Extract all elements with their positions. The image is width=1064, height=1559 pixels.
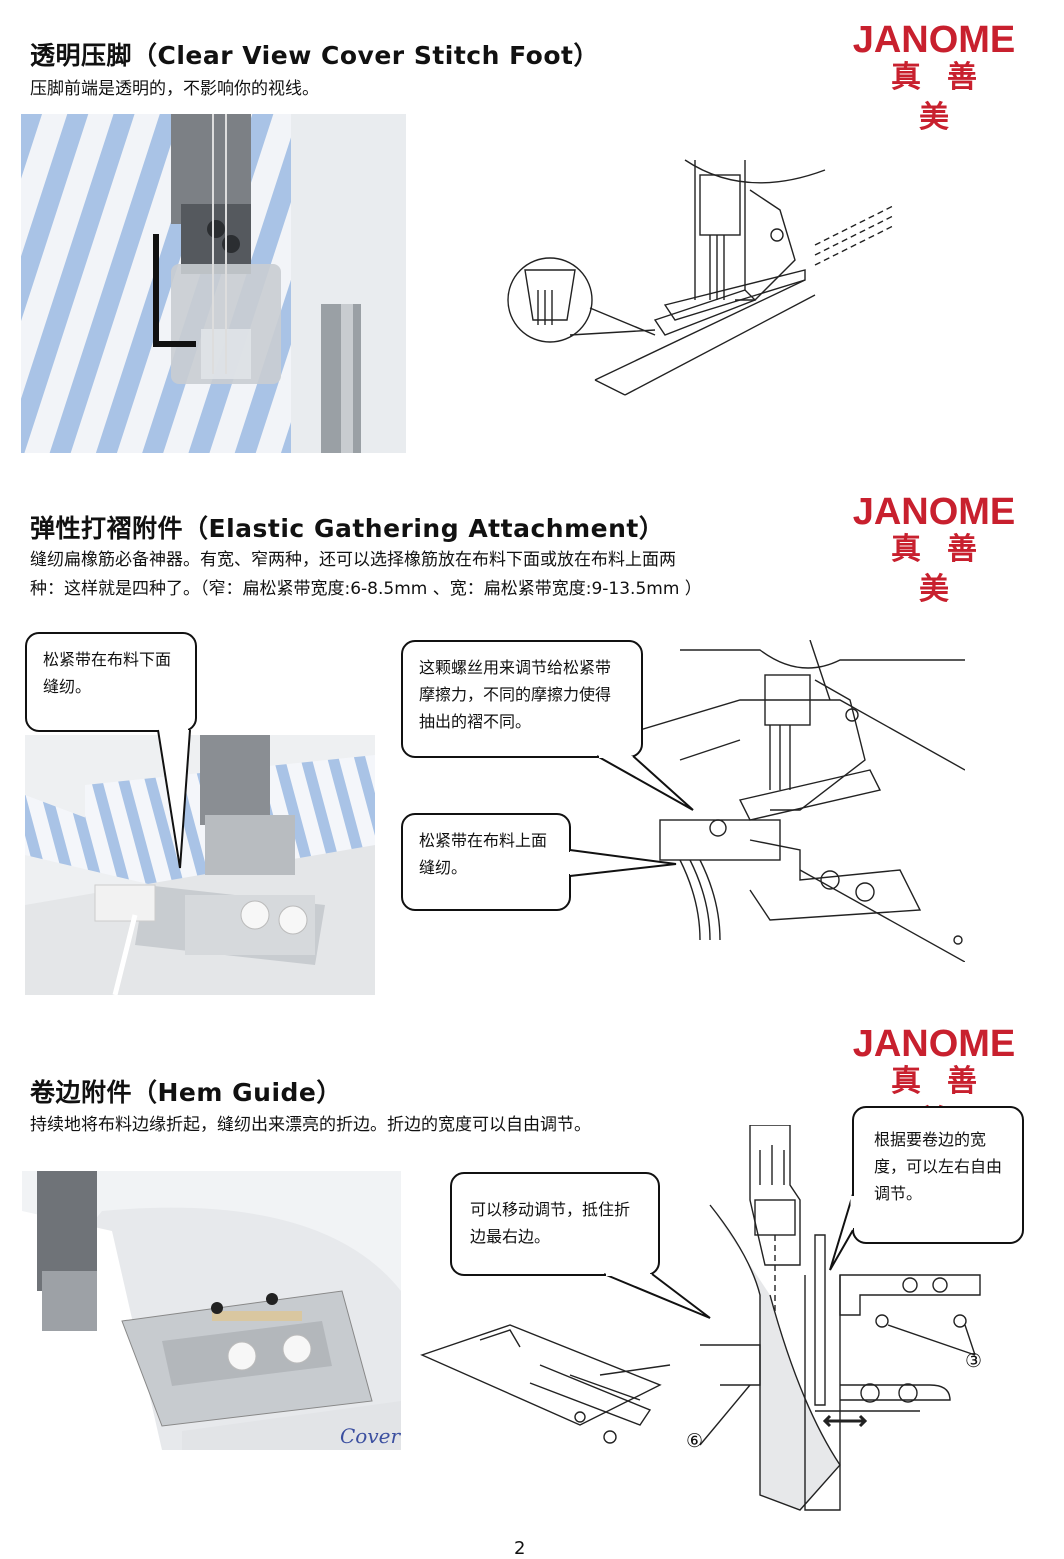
clear-view-foot-diagram [505, 150, 905, 405]
callout-screw-friction: 这颗螺丝用来调节给松紧带摩擦力，不同的摩擦力使得抽出的褶不同。 [401, 640, 643, 758]
callout-pointer-right-edge [603, 1272, 711, 1319]
hem-guide-photo: Cover [22, 1171, 401, 1450]
callout-hem-width: 根据要卷边的宽度，可以左右自由调节。 [852, 1106, 1024, 1244]
cover-brand-text: Cover [340, 1424, 401, 1448]
brand-name-cn: 真善美 [891, 60, 1003, 135]
section-2-description-line-2: 种：这样就是四种了。（窄：扁松紧带宽度:6-8.5mm 、宽：扁松紧带宽度:9-… [30, 579, 702, 599]
callout-pointer-under [157, 729, 191, 869]
brand-name-en: JANOME [852, 19, 1016, 61]
janome-logo-3: JANOME 真善美 [844, 1023, 1024, 1142]
elastic-gathering-photo [25, 735, 375, 995]
section-3-description: 持续地将布料边缘折起，缝纫出来漂亮的折边。折边的宽度可以自由调节。 [30, 1115, 591, 1135]
marker-screw-3: ③ [965, 1350, 983, 1372]
marker-guide-6: ⑥ [686, 1430, 704, 1452]
section-2-description-line-1: 缝纫扁橡筋必备神器。有宽、窄两种，还可以选择橡筋放在布料下面或放在布料上面两 [30, 550, 676, 570]
callout-elastic-over: 松紧带在布料上面缝纫。 [401, 813, 571, 911]
section-1-description: 压脚前端是透明的，不影响你的视线。 [30, 79, 319, 99]
brand-name-en: JANOME [852, 1023, 1016, 1065]
callout-pointer-over [567, 849, 677, 877]
section-1-title: 透明压脚（Clear View Cover Stitch Foot） [30, 41, 599, 70]
janome-logo-2: JANOME 真善美 [844, 491, 1024, 610]
callout-hem-right-edge: 可以移动调节，抵住折边最右边。 [450, 1172, 660, 1276]
section-2-title: 弹性打褶附件（Elastic Gathering Attachment） [30, 514, 665, 543]
page-number: 2 [514, 1538, 526, 1559]
brand-name-cn: 真善美 [891, 532, 1003, 607]
elastic-gathering-diagram [639, 639, 966, 963]
callout-elastic-under: 松紧带在布料下面缝纫。 [25, 632, 197, 732]
clear-view-foot-photo [21, 114, 406, 453]
janome-logo-1: JANOME 真善美 [844, 19, 1024, 138]
hem-guide-diagram [420, 1124, 1020, 1525]
section-3-title: 卷边附件（Hem Guide） [30, 1078, 342, 1107]
callout-pointer-width [829, 1193, 856, 1271]
callout-pointer-screw [596, 754, 694, 811]
brand-name-en: JANOME [852, 491, 1016, 533]
